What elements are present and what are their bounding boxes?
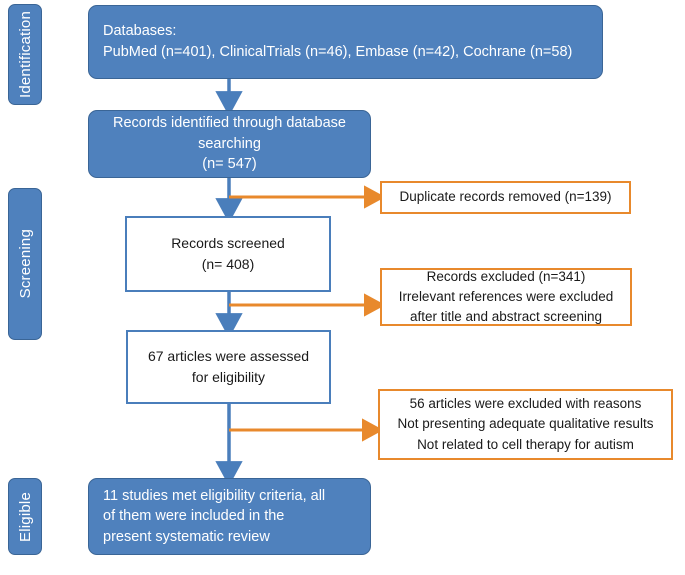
node-articles-excluded-line-3: Not related to cell therapy for autism: [417, 436, 634, 452]
node-records-identified-line-2: searching: [198, 135, 261, 152]
node-articles-excluded-line-2: Not presenting adequate qualitative resu…: [397, 416, 654, 432]
node-records-identified-line-1: Records identified through database: [113, 115, 346, 132]
stage-label-eligible-text: Eligible: [16, 491, 34, 542]
node-records-excluded-line-2: Irrelevant references were excluded: [398, 288, 614, 304]
node-records-identified: Records identified through database sear…: [88, 110, 371, 178]
node-studies-included: 11 studies met eligibility criteria, all…: [88, 478, 371, 555]
node-articles-assessed: 67 articles were assessed for eligibilit…: [126, 330, 331, 404]
node-databases: Databases: PubMed (n=401), ClinicalTrial…: [88, 5, 603, 79]
node-studies-included-line-1: 11 studies met eligibility criteria, all: [103, 487, 326, 504]
node-articles-excluded-line-1: 56 articles were excluded with reasons: [409, 396, 642, 412]
node-records-identified-line-3: (n= 547): [202, 156, 257, 173]
node-duplicates-removed-line-1: Duplicate records removed (n=139): [399, 189, 612, 205]
node-records-screened-line-2: (n= 408): [201, 256, 255, 272]
node-articles-excluded: 56 articles were excluded with reasons N…: [378, 389, 673, 460]
node-studies-included-line-3: present systematic review: [103, 528, 270, 545]
node-records-excluded-line-1: Records excluded (n=341): [426, 268, 586, 284]
node-articles-assessed-line-2: for eligibility: [191, 369, 266, 385]
stage-label-screening: Screening: [8, 188, 42, 340]
node-records-excluded-line-3: after title and abstract screening: [409, 309, 603, 325]
stage-label-eligible: Eligible: [8, 478, 42, 555]
node-records-screened: Records screened (n= 408): [125, 216, 331, 292]
stage-label-identification-text: Identification: [16, 10, 34, 99]
node-databases-line-1: Databases:: [103, 23, 177, 40]
node-databases-line-2: PubMed (n=401), ClinicalTrials (n=46), E…: [103, 44, 573, 60]
node-records-screened-line-1: Records screened: [171, 235, 285, 251]
stage-label-screening-text: Screening: [16, 229, 34, 299]
node-records-excluded: Records excluded (n=341) Irrelevant refe…: [380, 268, 632, 326]
node-articles-assessed-line-1: 67 articles were assessed: [147, 348, 310, 364]
node-studies-included-line-2: of them were included in the: [103, 508, 285, 525]
stage-label-identification: Identification: [8, 4, 42, 105]
node-duplicates-removed: Duplicate records removed (n=139): [380, 181, 631, 214]
